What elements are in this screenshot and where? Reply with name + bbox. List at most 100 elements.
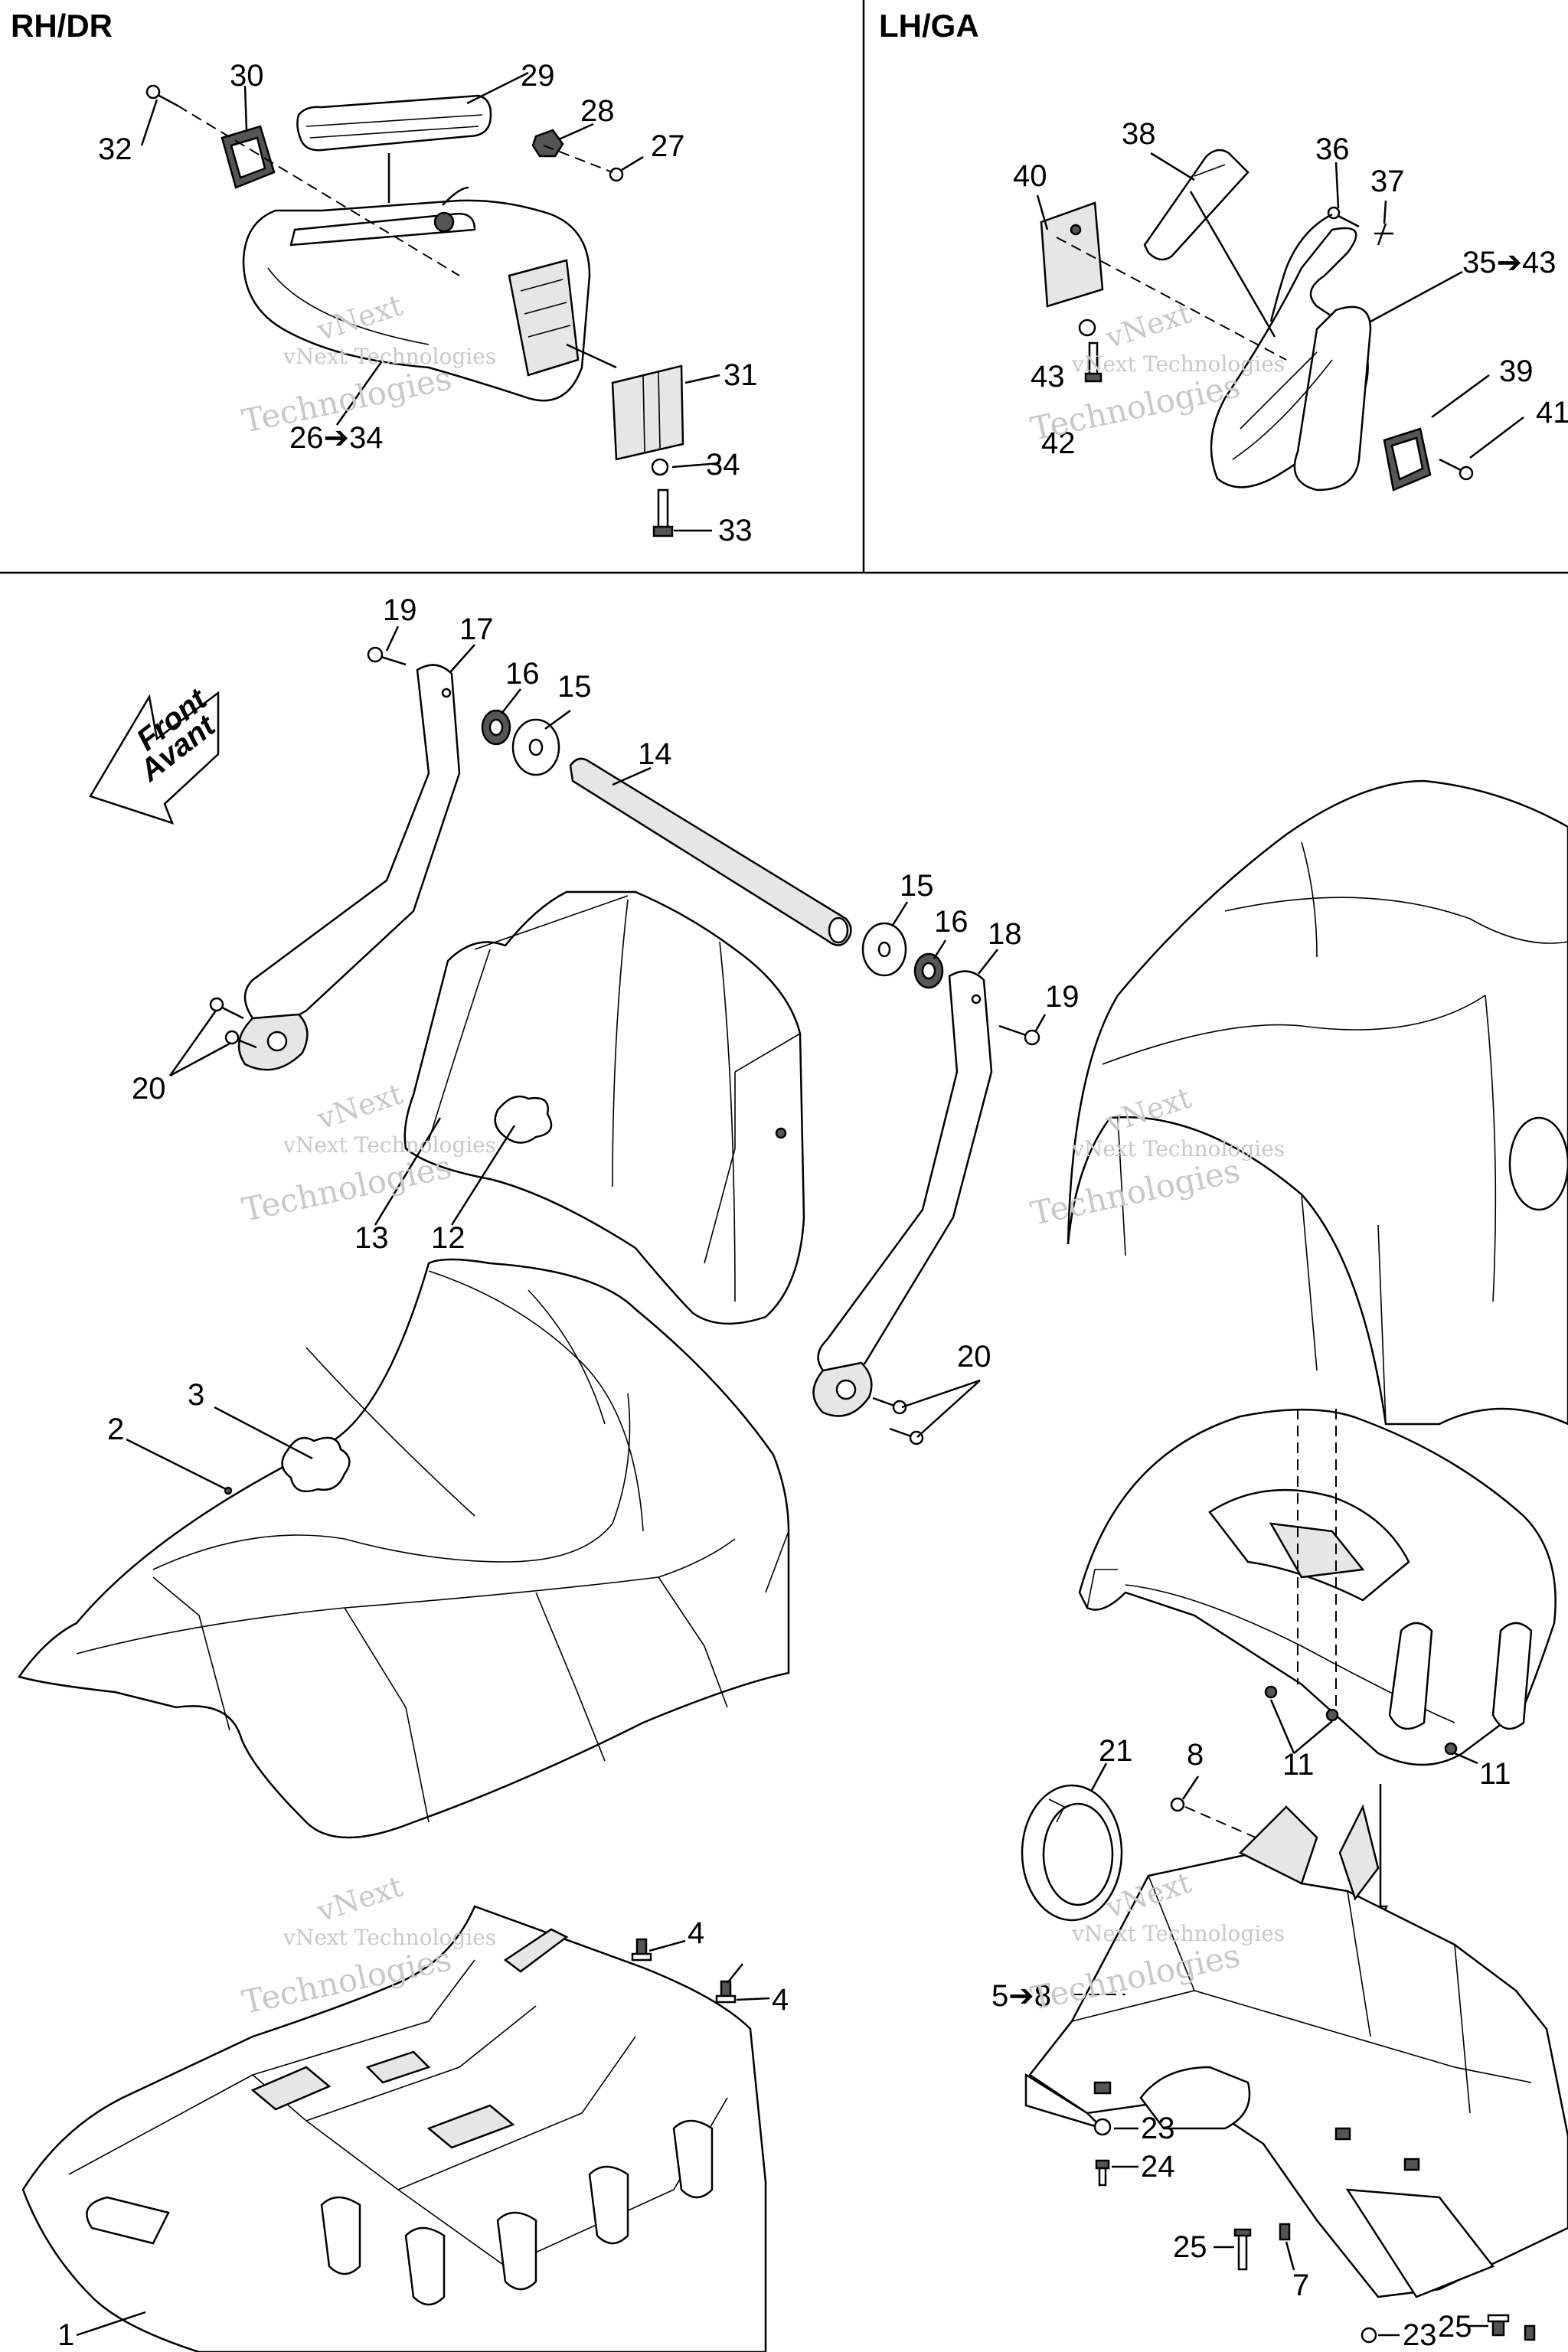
part-36-screw	[1327, 206, 1360, 228]
callout-7: 7	[1292, 2269, 1309, 2302]
part-25-bolt-right	[1487, 2314, 1510, 2337]
callout-12: 12	[431, 1221, 466, 1255]
part-30-cap	[220, 125, 276, 189]
panel-dividers	[0, 0, 1568, 574]
part-16-bushing-right	[913, 952, 944, 989]
lh-grab-handle-assembly	[1036, 149, 1524, 492]
callout-20-right: 20	[957, 1340, 991, 1374]
callout-2: 2	[107, 1413, 124, 1446]
part-40-block	[1040, 201, 1104, 308]
callout-11-left: 11	[1282, 1748, 1315, 1782]
callout-16-left: 16	[505, 657, 540, 691]
part-20-screws-left	[209, 997, 257, 1049]
part-42-bolt	[1084, 341, 1102, 383]
svg-text:vNext Technologies: vNext Technologies	[283, 1925, 496, 1950]
part-21-ring	[1021, 1784, 1123, 1922]
rh-grab-handle-assembly	[140, 71, 720, 537]
callout-34: 34	[706, 448, 740, 482]
svg-text:vNext Technologies: vNext Technologies	[1071, 1921, 1285, 1946]
part-7-clip	[1279, 2223, 1291, 2241]
part-28-nut	[531, 129, 564, 158]
part-15-washer-right	[861, 922, 907, 977]
callout-3: 3	[188, 1378, 204, 1412]
callout-24: 24	[1141, 2150, 1175, 2184]
part-2-seat	[17, 1258, 790, 1839]
svg-text:vNext: vNext	[312, 1077, 407, 1136]
part-1-seat-base	[21, 1905, 767, 2352]
callout-26-34: 26➔34	[289, 421, 384, 455]
callout-32: 32	[98, 132, 132, 166]
part-23-washer-upper	[1093, 2118, 1112, 2136]
callout-41: 41	[1536, 396, 1568, 430]
right-seat-cover	[1067, 779, 1568, 1426]
callout-4-bottom: 4	[772, 1983, 789, 2017]
callout-19-right: 19	[1045, 980, 1080, 1014]
callout-42: 42	[1041, 426, 1076, 460]
callout-28: 28	[580, 94, 615, 128]
part-19-bolt-left	[367, 646, 407, 666]
part-43-washer	[1078, 318, 1096, 337]
callout-1: 1	[57, 2318, 74, 2352]
part-34-washer	[651, 458, 669, 476]
right-storage-tray	[1078, 1408, 1557, 1766]
callout-25-left: 25	[1173, 2230, 1207, 2264]
heading-lh-ga: LH/GA	[879, 8, 979, 44]
heading-rh-dr: RH/DR	[11, 8, 113, 44]
part-18-bracket	[812, 970, 993, 1417]
callout-29: 29	[521, 59, 555, 93]
part-39-cap	[1383, 427, 1432, 492]
callout-33: 33	[718, 514, 753, 547]
callout-8: 8	[1187, 1738, 1204, 1772]
callout-36: 36	[1315, 132, 1350, 166]
callout-13: 13	[354, 1221, 389, 1255]
callout-20-left: 20	[132, 1072, 166, 1106]
svg-text:Technologies: Technologies	[239, 1148, 455, 1229]
callout-16-right: 16	[934, 905, 969, 939]
part-17-bracket	[237, 664, 461, 1071]
part-31-block	[611, 364, 684, 461]
part-32-screw	[145, 84, 178, 107]
part-11-fasteners	[1264, 1685, 1458, 1756]
callout-15-right: 15	[900, 869, 934, 903]
callout-23-upper: 23	[1141, 2112, 1175, 2145]
part-4-fasteners	[631, 1938, 737, 2004]
callout-21: 21	[1099, 1734, 1133, 1768]
callout-18: 18	[988, 917, 1022, 951]
callout-15-left: 15	[557, 670, 592, 704]
backrest-assembly	[168, 626, 1047, 1446]
callout-40: 40	[1013, 159, 1047, 193]
callout-35-43: 35➔43	[1462, 246, 1557, 279]
part-33-bolt	[652, 488, 674, 537]
callout-27: 27	[651, 129, 685, 163]
callout-30: 30	[230, 59, 264, 93]
svg-text:vNext: vNext	[1101, 296, 1195, 355]
part-41-screw	[1439, 458, 1474, 481]
part-small-clip	[1524, 2324, 1536, 2341]
callout-19-left: 19	[383, 593, 417, 627]
svg-text:vNext Technologies: vNext Technologies	[283, 344, 496, 369]
callout-14: 14	[638, 737, 672, 771]
callout-37: 37	[1370, 165, 1405, 198]
part-8-screw	[1170, 1797, 1185, 1812]
callout-4-top: 4	[688, 1916, 704, 1950]
front-arrow: Front Avant	[89, 681, 222, 825]
part-15-washer-left	[511, 718, 560, 776]
part-37-clip	[1374, 223, 1393, 246]
svg-text:vNext Technologies: vNext Technologies	[283, 1132, 496, 1158]
part-35-handle	[1210, 227, 1372, 492]
callout-38: 38	[1122, 117, 1156, 151]
part-24-bolt	[1095, 2159, 1110, 2187]
callout-17: 17	[459, 612, 494, 646]
callout-43: 43	[1031, 360, 1065, 394]
callout-25-right: 25	[1438, 2310, 1472, 2344]
callout-5-8: 5➔8	[991, 1979, 1051, 2013]
part-38-grip	[1143, 149, 1250, 261]
part-19-bolt-right	[998, 1024, 1040, 1046]
svg-text:vNext: vNext	[312, 1870, 407, 1929]
callout-23-lower: 23	[1403, 2318, 1437, 2352]
callout-11-right: 11	[1479, 1757, 1511, 1791]
svg-text:vNext Technologies: vNext Technologies	[1071, 351, 1285, 377]
part-23-washer-lower	[1361, 2327, 1377, 2344]
right-seat-frame	[1024, 1804, 1568, 2298]
